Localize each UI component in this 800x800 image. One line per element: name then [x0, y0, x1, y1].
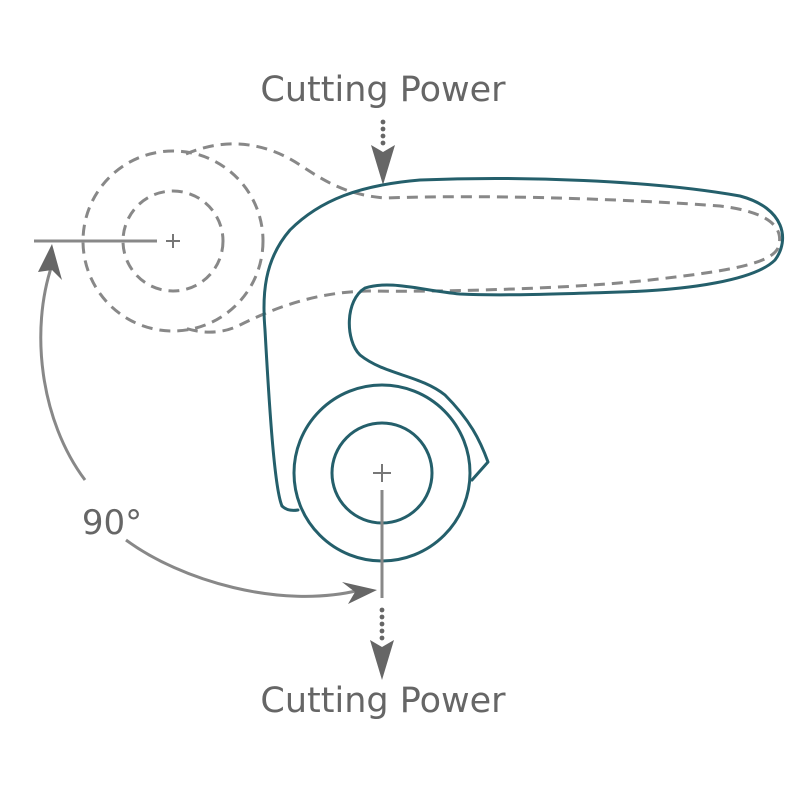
ghost-handle-outline: [81, 142, 781, 334]
bottom-cutting-power-label: Cutting Power: [260, 681, 506, 721]
blade-center-cross-icon: [373, 464, 391, 482]
top-cutting-power-label: Cutting Power: [260, 70, 506, 110]
ghost-outer-ring: [81, 149, 265, 333]
top-down-arrow-icon: [371, 119, 395, 185]
handle-tail: [280, 504, 300, 512]
current-handle-outline: [262, 177, 784, 563]
ghost-center-cross-icon: [166, 234, 180, 248]
ghost-blade: [184, 142, 781, 334]
angle-label: 90°: [82, 503, 142, 543]
bottom-down-arrow-icon: [370, 607, 394, 680]
handle-body: [262, 177, 784, 508]
ghost-inner-ring: [121, 189, 225, 293]
rotation-arc-arrow-icon: [38, 244, 377, 604]
